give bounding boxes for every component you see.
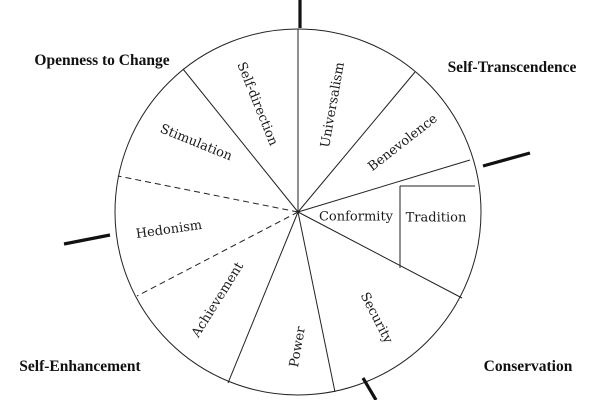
group-self-transcendence: Self-Transcendence xyxy=(448,59,577,76)
divider-tradition-security xyxy=(297,211,463,299)
group-openness-to-change: Openness to Change xyxy=(34,52,169,69)
value-achievement: Achievement xyxy=(188,259,247,341)
value-benevolence: Benevolence xyxy=(365,111,440,175)
dashed-divider-hedonism-achievement xyxy=(136,211,299,297)
dashed-divider-stimulation-hedonism xyxy=(117,175,299,213)
value-security: Security xyxy=(357,290,396,347)
tick-right xyxy=(482,151,531,168)
divider-power-achievement xyxy=(227,211,299,384)
tick-left xyxy=(63,233,111,246)
group-self-enhancement: Self-Enhancement xyxy=(19,358,141,375)
divider-stimulation-selfdirection xyxy=(182,68,299,213)
value-hedonism: Hedonism xyxy=(135,218,203,242)
value-universalism: Universalism xyxy=(318,61,348,149)
divider-universalism-benevolence xyxy=(297,71,416,213)
value-power: Power xyxy=(287,325,309,369)
value-stimulation: Stimulation xyxy=(158,122,235,165)
value-conformity: Conformity xyxy=(319,210,394,225)
value-self-direction: Self-direction xyxy=(233,60,280,148)
tick-bottom xyxy=(361,377,378,400)
group-conservation: Conservation xyxy=(484,358,573,375)
value-tradition: Tradition xyxy=(406,211,467,226)
divider-benevolence-conformity xyxy=(297,159,471,213)
divider-security-power xyxy=(297,211,336,393)
